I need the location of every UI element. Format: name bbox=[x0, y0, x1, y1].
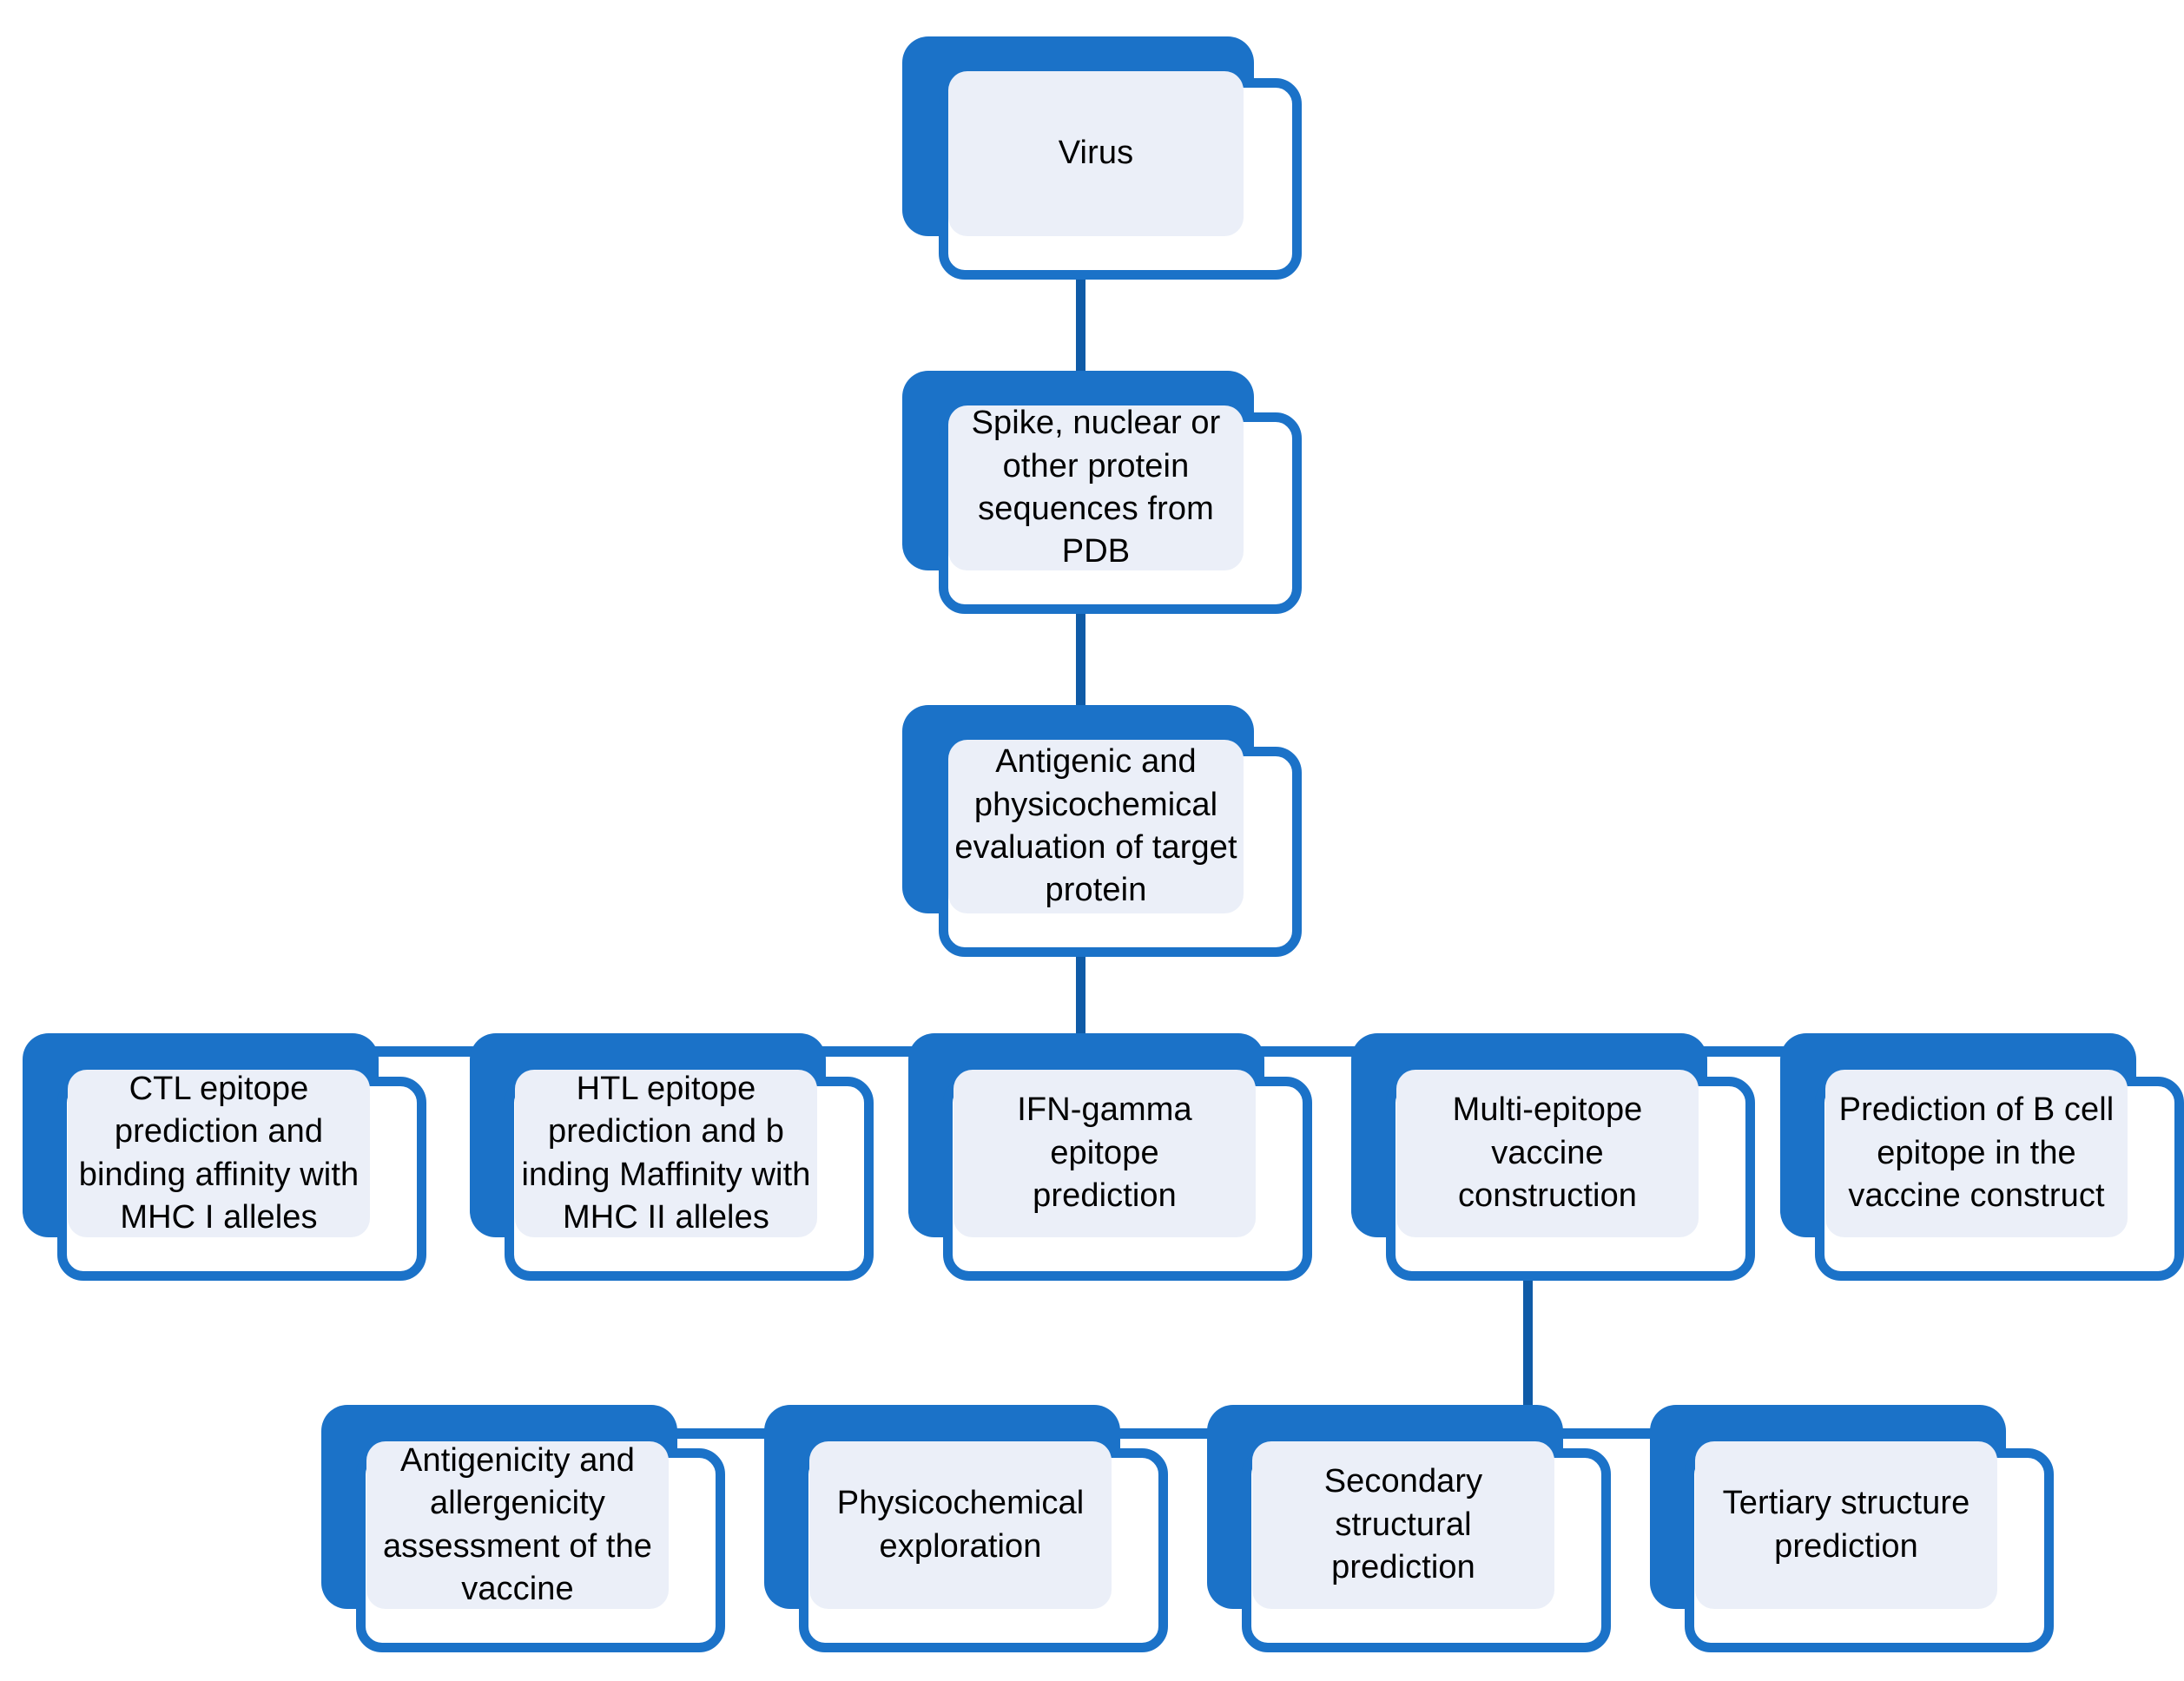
node-ifn-panel: IFN-gamma epitope prediction bbox=[953, 1070, 1256, 1237]
node-ctl-label: CTL epitope prediction and binding affin… bbox=[78, 1070, 360, 1236]
node-ifn-label: IFN-gamma epitope prediction bbox=[1017, 1091, 1192, 1215]
node-evaluation-panel: Antigenic and physicochemical evaluation… bbox=[948, 740, 1244, 913]
node-antigenicity-panel: Antigenicity and allergenicity assessmen… bbox=[366, 1441, 669, 1609]
node-virus-label: Virus bbox=[1058, 135, 1134, 172]
node-multi-panel: Multi-epitope vaccine construction bbox=[1396, 1070, 1699, 1237]
node-ifn[interactable]: IFN-gamma epitope prediction bbox=[908, 1033, 1312, 1281]
node-tertiary[interactable]: Tertiary structure prediction bbox=[1650, 1405, 2054, 1652]
node-htl-panel: HTL epitope prediction and b inding Maff… bbox=[515, 1070, 817, 1237]
node-secondary-label: Secondary structural prediction bbox=[1323, 1463, 1483, 1586]
node-secondary[interactable]: Secondary structural prediction bbox=[1207, 1405, 1611, 1652]
node-sequences[interactable]: Spike, nuclear or other protein sequence… bbox=[902, 371, 1302, 614]
node-sequences-panel: Spike, nuclear or other protein sequence… bbox=[948, 405, 1244, 570]
node-ctl[interactable]: CTL epitope prediction and binding affin… bbox=[23, 1033, 426, 1281]
node-virus-panel: Virus bbox=[948, 71, 1244, 236]
node-tertiary-panel: Tertiary structure prediction bbox=[1695, 1441, 1997, 1609]
edge-evaluation-stem bbox=[1076, 957, 1085, 1051]
node-tertiary-label: Tertiary structure prediction bbox=[1722, 1485, 1970, 1565]
node-bcell-label: Prediction of B cell epitope in the vacc… bbox=[1838, 1091, 2115, 1215]
node-htl[interactable]: HTL epitope prediction and b inding Maff… bbox=[470, 1033, 874, 1281]
node-physchem-label: Physicochemical exploration bbox=[836, 1485, 1085, 1565]
edge-sequences-to-evaluation bbox=[1076, 614, 1085, 709]
node-secondary-panel: Secondary structural prediction bbox=[1252, 1441, 1554, 1609]
node-bcell[interactable]: Prediction of B cell epitope in the vacc… bbox=[1780, 1033, 2184, 1281]
node-evaluation[interactable]: Antigenic and physicochemical evaluation… bbox=[902, 705, 1302, 957]
node-multi-label: Multi-epitope vaccine construction bbox=[1452, 1091, 1643, 1215]
node-physchem-panel: Physicochemical exploration bbox=[809, 1441, 1112, 1609]
edge-virus-to-sequences bbox=[1076, 280, 1085, 375]
node-multi[interactable]: Multi-epitope vaccine construction bbox=[1351, 1033, 1755, 1281]
node-antigenicity-label: Antigenicity and allergenicity assessmen… bbox=[382, 1441, 653, 1607]
node-sequences-label: Spike, nuclear or other protein sequence… bbox=[971, 405, 1221, 570]
node-bcell-panel: Prediction of B cell epitope in the vacc… bbox=[1825, 1070, 2128, 1237]
node-evaluation-label: Antigenic and physicochemical evaluation… bbox=[954, 743, 1237, 909]
node-htl-label: HTL epitope prediction and b inding Maff… bbox=[521, 1070, 811, 1236]
node-physchem[interactable]: Physicochemical exploration bbox=[764, 1405, 1168, 1652]
node-antigenicity[interactable]: Antigenicity and allergenicity assessmen… bbox=[321, 1405, 725, 1652]
node-ctl-panel: CTL epitope prediction and binding affin… bbox=[68, 1070, 370, 1237]
edge-multi-stem bbox=[1523, 1281, 1533, 1433]
node-virus[interactable]: Virus bbox=[902, 36, 1302, 280]
